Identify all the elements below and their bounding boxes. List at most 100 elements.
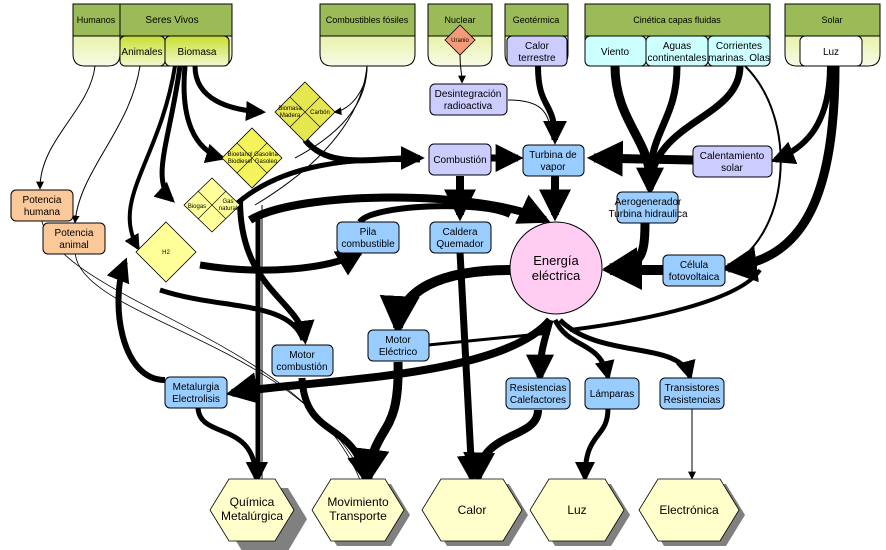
biomasa-label: Biomasa (178, 47, 217, 58)
source-cinetica-group: Cinética capas fluidas Viento Aguas cont… (584, 3, 771, 67)
energia-line2: eléctrica (532, 268, 581, 283)
fuel-biomasa-carbon[interactable]: Biomasa Madera Carbón (274, 81, 336, 143)
connector-corrientes-aero (636, 65, 744, 196)
connector-animales-potencia (71, 65, 141, 224)
output-electronica[interactable]: Electrónica (638, 478, 745, 546)
connector-fuel-energia (247, 193, 551, 224)
calor-terrestre-line2: terrestre (518, 53, 556, 64)
fuel-biogas-gas[interactable]: Biogas Gas natural (183, 177, 241, 233)
combustion-node[interactable]: Combustión (428, 143, 492, 176)
connector-gas-combustion (228, 157, 421, 212)
potencia-humana-node[interactable]: Potencia humana (10, 189, 74, 222)
connector-motor-elec-linea (427, 331, 551, 347)
transistores-node[interactable]: Transistores Resistencias (659, 377, 725, 410)
lamparas-node[interactable]: Lámparas (584, 377, 640, 410)
motor-combustion-line2: combustión (276, 362, 327, 373)
connector-energia-corrientes (569, 268, 762, 332)
lamparas-label: Lámparas (590, 389, 634, 400)
connector-fuel-motor-combustion (237, 199, 315, 345)
connector-humanos-potencia (36, 65, 96, 190)
calentamiento-line1: Calentamiento (700, 151, 765, 162)
source-cinetica-label: Cinética capas fluidas (633, 15, 721, 25)
desintegracion-line1: Desintegración (435, 89, 502, 100)
bioetanol-line2: Biodiesel (228, 159, 252, 165)
motor-combustion-line1: Motor (289, 350, 315, 361)
animales-label: Animales (121, 47, 162, 58)
caldera-node[interactable]: Caldera Quemador (429, 221, 492, 254)
potencia-humana-line1: Potencia (23, 195, 62, 206)
turbina-vapor-node[interactable]: Turbina de vapor (522, 144, 585, 177)
calor-terrestre-line1: Calor (525, 41, 550, 52)
connector-h2-motor-combustion (159, 287, 306, 341)
energia-electrica-node[interactable]: Energía eléctrica (509, 221, 603, 315)
source-combustibles-label: Combustibles fósiles (326, 15, 409, 25)
resistencias-node[interactable]: Resistencias Calefactores (505, 377, 571, 410)
corrientes-line1: Corrientes (716, 41, 762, 52)
motor-electrico-line2: Eléctrico (379, 347, 418, 358)
connector-lamparas-luz (575, 407, 611, 482)
calentamiento-solar-node[interactable]: Calentamiento solar (692, 145, 773, 178)
aguas-line2: continentales (648, 53, 707, 64)
potencia-animal-line1: Potencia (55, 228, 94, 239)
connector-energia-h2 (106, 257, 166, 383)
celula-line1: Célula (680, 260, 709, 271)
connector-energia-resist (526, 319, 555, 383)
carbon-label: Carbón (310, 110, 330, 116)
celula-fotovoltaica-node[interactable]: Célula fotovoltaica (662, 254, 726, 287)
desintegracion-node[interactable]: Desintegración radioactiva (429, 83, 508, 116)
pila-combustible-node[interactable]: Pila combustible (336, 221, 400, 254)
fuel-bioetanol-gasolina[interactable]: Bioetanol Biodiesel Gasolina Gasoleo (221, 127, 283, 189)
h2-label: H2 (162, 250, 170, 256)
combustion-label: Combustión (433, 155, 486, 166)
connector-fosiles-gasolina (294, 65, 368, 159)
metalurgia-line1: Metalurgia (173, 382, 220, 393)
aerogenerador-line1: Aerogenerador (615, 197, 682, 208)
aerogenerador-node[interactable]: Aerogenerador Turbina hidraulica (608, 191, 688, 224)
biomasa-madera-line2: Madera (280, 113, 301, 119)
potencia-animal-node[interactable]: Potencia animal (42, 222, 106, 255)
pila-line2: combustible (341, 239, 395, 250)
aguas-line1: Aguas (663, 41, 691, 52)
output-calor[interactable]: Calor (421, 478, 528, 546)
motor-electrico-node[interactable]: Motor Eléctrico (367, 329, 430, 362)
connector-pila-energia (357, 203, 512, 225)
source-humanos-label: Humanos (77, 15, 116, 25)
fuel-h2[interactable]: H2 (135, 221, 197, 283)
aerogenerador-line2: Turbina hidraulica (608, 209, 688, 220)
turbina-vapor-line2: vapor (540, 162, 566, 173)
gasolina-line1: Gasolina (254, 152, 278, 158)
celula-line2: fotovoltaica (669, 272, 720, 283)
resistencias-line2: Calefactores (510, 395, 566, 406)
transistores-line2: Resistencias (664, 395, 721, 406)
source-solar-label: Solar (821, 15, 842, 25)
biomasa-madera-line1: Biomasa (278, 106, 302, 112)
gas-natural-line2: natural (219, 206, 237, 212)
motor-electrico-line1: Motor (385, 335, 411, 346)
output-movimiento[interactable]: Movimiento Transporte (311, 478, 410, 546)
corrientes-line2: marinas. Olas (708, 53, 770, 64)
connector-biomasa-bioetanol (181, 65, 226, 164)
connector-geo-turbina (535, 65, 567, 145)
motor-combustion-node[interactable]: Motor combustión (271, 344, 334, 377)
source-solar-group: Solar Luz (784, 3, 881, 67)
gasolina-line2: Gasoleo (255, 159, 278, 165)
connector-h2-pila (199, 248, 365, 276)
turbina-vapor-line1: Turbina de (529, 150, 577, 161)
bioetanol-line1: Bioetanol (227, 152, 252, 158)
electronica-label: Electrónica (659, 503, 719, 517)
metalurgia-node[interactable]: Metalurgia Electrolisis (164, 376, 228, 409)
resistencias-line1: Resistencias (510, 383, 567, 394)
source-seres-vivos-label: Seres Vivos (145, 15, 198, 26)
output-luz[interactable]: Luz (529, 478, 630, 546)
desintegracion-line2: radioactiva (444, 101, 493, 112)
viento-label: Viento (601, 47, 630, 58)
output-quimica[interactable]: Química Metalúrgica (209, 478, 307, 550)
metalurgia-line2: Electrolisis (172, 394, 220, 405)
calentamiento-line2: solar (721, 163, 743, 174)
gas-natural-line1: Gas (222, 199, 233, 205)
source-nuclear-label: Nuclear (444, 15, 475, 25)
potencia-humana-line2: humana (24, 207, 61, 218)
quimica-line1: Química (230, 495, 275, 509)
movimiento-line1: Movimiento (327, 495, 389, 509)
connector-aero-energia (602, 221, 650, 284)
